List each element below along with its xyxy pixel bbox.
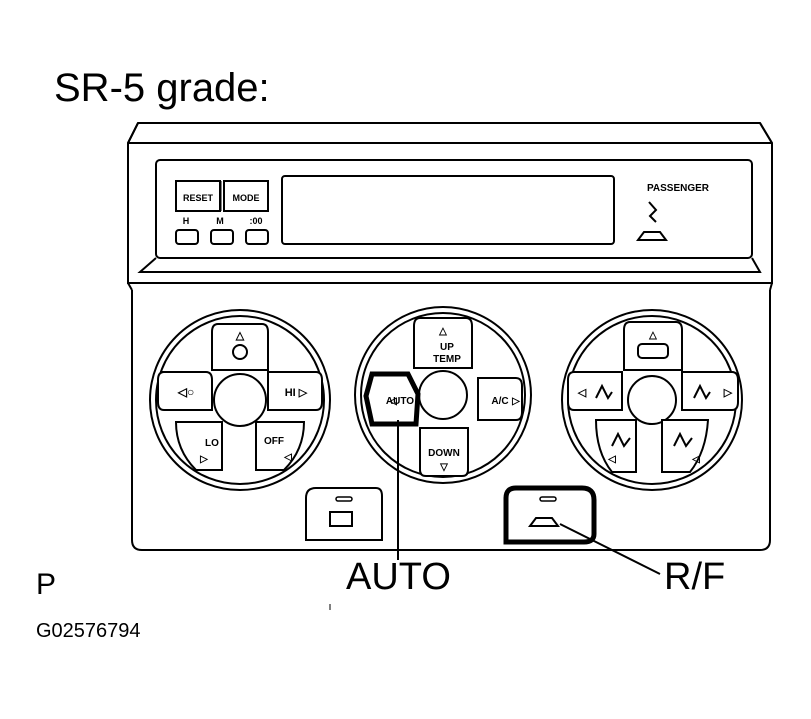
svg-text:◁○: ◁○: [177, 385, 194, 399]
svg-text:HI ▷: HI ▷: [285, 387, 308, 399]
svg-text:A/C: A/C: [491, 396, 508, 407]
svg-text:△: △: [235, 330, 245, 342]
fan-left-button[interactable]: ◁○: [157, 371, 213, 411]
face-vent-icon: [595, 383, 613, 400]
fan-off-button[interactable]: OFF ◁: [255, 421, 306, 471]
bi-level-button[interactable]: ▷: [681, 371, 739, 411]
recirculation-icon: [528, 517, 560, 527]
svg-text:MODE: MODE: [233, 193, 260, 203]
svg-text:AUTO: AUTO: [386, 396, 414, 407]
svg-text:UP: UP: [440, 342, 454, 353]
svg-text:▷: ▷: [511, 396, 521, 407]
reset-button[interactable]: RESET: [175, 180, 221, 212]
svg-text:DOWN: DOWN: [428, 448, 460, 459]
fan-icon: [232, 344, 248, 360]
svg-text:△: △: [438, 326, 447, 337]
svg-text:RESET: RESET: [183, 193, 214, 203]
svg-text:▷: ▷: [723, 387, 733, 399]
svg-text:▽: ▽: [439, 462, 448, 473]
foot-vent-icon: [611, 431, 631, 448]
control-housing: [127, 282, 773, 551]
defroster-icon: [637, 343, 669, 359]
fan-up-button[interactable]: △: [211, 323, 269, 371]
svg-text:◁: ◁: [577, 387, 587, 399]
passenger-label: PASSENGER: [647, 183, 710, 194]
figure-id: G02576794: [36, 620, 141, 642]
passenger-seat-icon: [648, 201, 658, 223]
fan-speed-dial: [149, 309, 331, 491]
mode-button[interactable]: MODE: [223, 180, 269, 212]
rf-callout-label: R/F: [664, 556, 726, 598]
indicator-lamp-icon: [539, 496, 557, 502]
svg-text:◁: ◁: [691, 454, 700, 465]
face-vent-button[interactable]: ◁: [567, 371, 623, 411]
bi-level-icon: [693, 383, 711, 400]
rf-leader-line: [559, 523, 661, 575]
zero-button[interactable]: [245, 229, 269, 245]
recirculation-car-icon: [636, 231, 668, 241]
svg-text:◁: ◁: [283, 452, 292, 463]
lcd-display: [281, 175, 615, 245]
rear-defogger-button[interactable]: [305, 487, 383, 541]
foot-vent-button[interactable]: ◁: [594, 419, 637, 473]
svg-text:LO: LO: [205, 438, 219, 449]
fan-lo-button[interactable]: LO ▷: [174, 421, 223, 471]
minute-button[interactable]: [210, 229, 234, 245]
ac-button[interactable]: A/C ▷: [477, 377, 523, 421]
svg-text:▷: ▷: [199, 454, 209, 465]
svg-text:◁: ◁: [388, 396, 397, 407]
minute-label: M: [216, 216, 224, 226]
temp-up-button[interactable]: △ UP TEMP: [413, 317, 473, 369]
zero-label: :00: [249, 216, 262, 226]
defroster-button[interactable]: △: [623, 321, 683, 371]
foot-defrost-icon: [673, 431, 693, 448]
indicator-lamp-icon: [335, 496, 353, 502]
hour-button[interactable]: [175, 229, 199, 245]
svg-text:OFF: OFF: [264, 436, 284, 447]
fan-hi-button[interactable]: HI ▷: [267, 371, 323, 411]
corner-mark: P: [36, 568, 57, 601]
auto-callout-label: AUTO: [346, 556, 451, 598]
temp-down-button[interactable]: DOWN ▽: [419, 427, 469, 477]
foot-defrost-button[interactable]: ◁: [661, 419, 710, 473]
rear-defogger-icon: [329, 511, 353, 527]
svg-text:◁: ◁: [607, 454, 616, 465]
page-title: SR-5 grade:: [54, 66, 270, 110]
svg-text:TEMP: TEMP: [433, 354, 461, 365]
auto-button[interactable]: ◁ AUTO: [363, 371, 421, 427]
hour-label: H: [183, 216, 190, 226]
svg-text:△: △: [648, 330, 657, 341]
